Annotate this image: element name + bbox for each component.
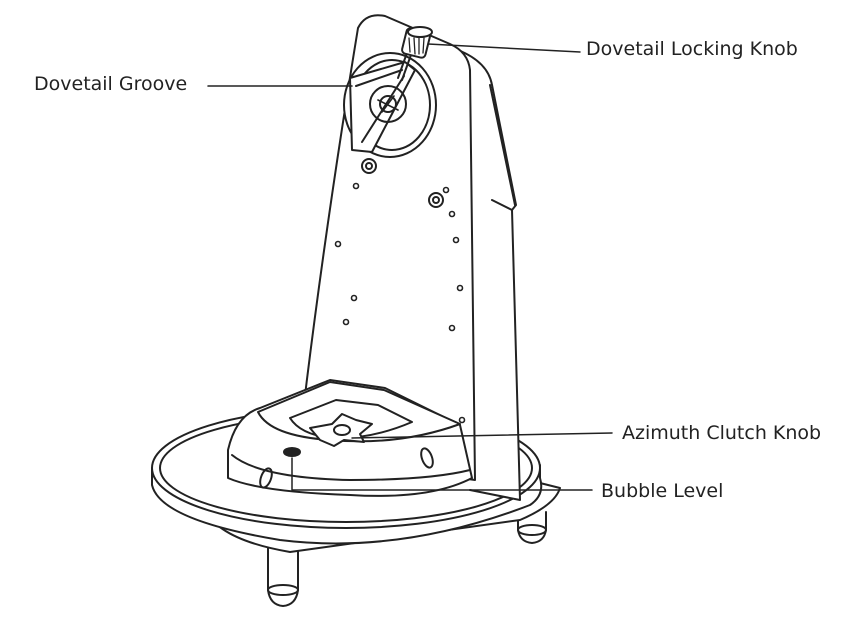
bubble-level (283, 447, 301, 457)
dovetail-saddle (343, 26, 437, 158)
arm-bolt (361, 158, 444, 208)
leader-azimuth-clutch-knob (351, 432, 613, 439)
leader-dovetail-locking-knob (427, 43, 581, 53)
label-bubble-level: Bubble Level (601, 480, 724, 502)
label-dovetail-locking-knob: Dovetail Locking Knob (586, 38, 798, 60)
dovetail-locking-knob (397, 26, 433, 81)
base-foot-right (517, 511, 547, 544)
label-dovetail-groove: Dovetail Groove (34, 73, 188, 95)
leader-bubble-level (291, 457, 593, 491)
label-azimuth-clutch-knob: Azimuth Clutch Knob (622, 422, 822, 444)
callout-leaders (207, 43, 613, 491)
base-foot-left (267, 547, 299, 607)
arm-screw-holes (334, 182, 466, 424)
